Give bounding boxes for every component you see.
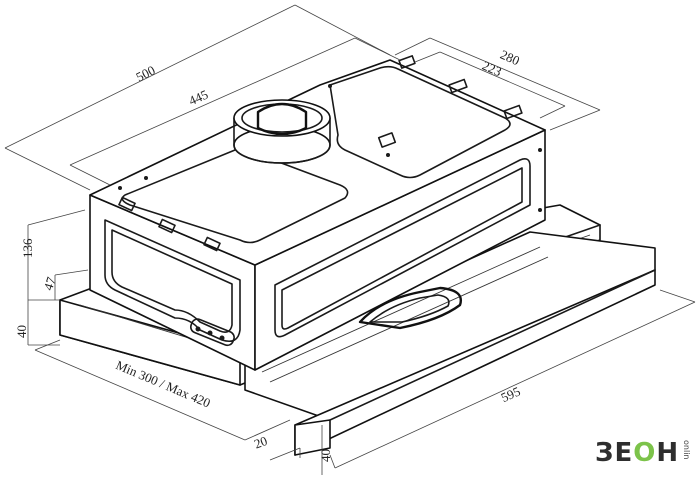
logo-text-part3: Н xyxy=(656,438,680,468)
dim-136-label: 136 xyxy=(20,238,35,258)
dim-40-left-label: 40 xyxy=(14,325,29,338)
dim-20-label: 20 xyxy=(252,433,269,452)
dim-47-label: 47 xyxy=(40,275,58,292)
dim-445-label: 445 xyxy=(186,87,210,109)
front-slide-panel xyxy=(244,231,656,456)
logo-text-part1: ЗЕ xyxy=(595,438,634,468)
dim-595-label: 595 xyxy=(499,383,523,405)
dimension-lines xyxy=(4,4,696,475)
dim-280-label: 280 xyxy=(498,47,522,69)
dim-500-label: 500 xyxy=(133,62,157,84)
dim-40-front-label: 40 xyxy=(318,449,333,462)
logo-text-accent: О xyxy=(633,438,657,468)
logo-suffix: onlin xyxy=(682,440,692,460)
hood-body-top-face xyxy=(89,55,546,266)
dim-223-label: 223 xyxy=(480,58,504,80)
